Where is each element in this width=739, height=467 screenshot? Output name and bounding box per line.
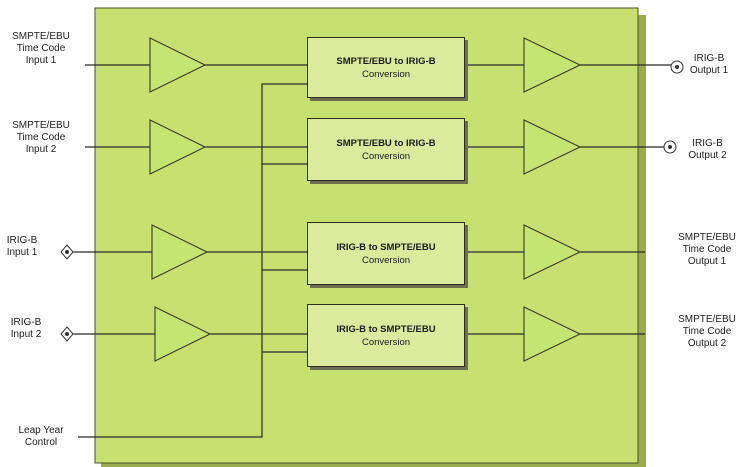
converter-2-title: SMPTE/EBU to IRIG-B xyxy=(336,137,436,149)
output-label-smpte-1: SMPTE/EBU Time Code Output 1 xyxy=(678,232,736,267)
converter-3-subtitle: Conversion xyxy=(361,254,411,266)
input-label-smpte-1: SMPTE/EBU Time Code Input 1 xyxy=(12,31,70,66)
amplifier-input-3 xyxy=(151,224,209,280)
converter-3-title: IRIG-B to SMPTE/EBU xyxy=(336,241,436,253)
amplifier-output-4 xyxy=(523,306,582,362)
output-label-irig-2: IRIG-B Output 2 xyxy=(688,138,727,161)
output-amplifiers xyxy=(523,37,582,362)
converter-box-2: SMPTE/EBU to IRIG-B Conversion xyxy=(307,118,465,181)
line-control-branches xyxy=(262,163,307,353)
converter-box-1: SMPTE/EBU to IRIG-B Conversion xyxy=(307,37,465,98)
converter-1-title: SMPTE/EBU to IRIG-B xyxy=(336,55,436,67)
input-label-irig-2: IRIG-B Input 2 xyxy=(10,317,42,340)
converter-box-3: IRIG-B to SMPTE/EBU Conversion xyxy=(307,222,465,285)
converter-1-subtitle: Conversion xyxy=(361,68,411,80)
input-label-smpte-2: SMPTE/EBU Time Code Input 2 xyxy=(12,120,70,155)
input-amplifiers xyxy=(149,37,212,362)
input-label-irig-1: IRIG-B Input 1 xyxy=(6,235,38,258)
bnc-connectors xyxy=(60,60,684,342)
bnc-connector-output-irig-1 xyxy=(670,60,684,74)
converter-2-subtitle: Conversion xyxy=(361,150,411,162)
bnc-connector-input-irig-1 xyxy=(60,244,74,260)
converter-box-4: IRIG-B to SMPTE/EBU Conversion xyxy=(307,304,465,367)
amplifier-output-3 xyxy=(523,224,582,280)
amplifier-output-1 xyxy=(523,37,582,93)
converter-4-title: IRIG-B to SMPTE/EBU xyxy=(336,323,436,335)
line-leap-year-control xyxy=(78,83,307,438)
amplifier-input-2 xyxy=(149,119,207,175)
amplifier-output-2 xyxy=(523,119,582,175)
bnc-connector-input-irig-2 xyxy=(60,326,74,342)
amplifier-input-4 xyxy=(154,306,212,362)
control-label-leap-year: Leap Year Control xyxy=(18,425,64,448)
output-label-irig-1: IRIG-B Output 1 xyxy=(689,53,729,76)
output-label-smpte-2: SMPTE/EBU Time Code Output 2 xyxy=(678,314,736,349)
amplifier-input-1 xyxy=(149,37,207,93)
converter-4-subtitle: Conversion xyxy=(361,336,411,348)
bnc-connector-output-irig-2 xyxy=(663,140,677,154)
